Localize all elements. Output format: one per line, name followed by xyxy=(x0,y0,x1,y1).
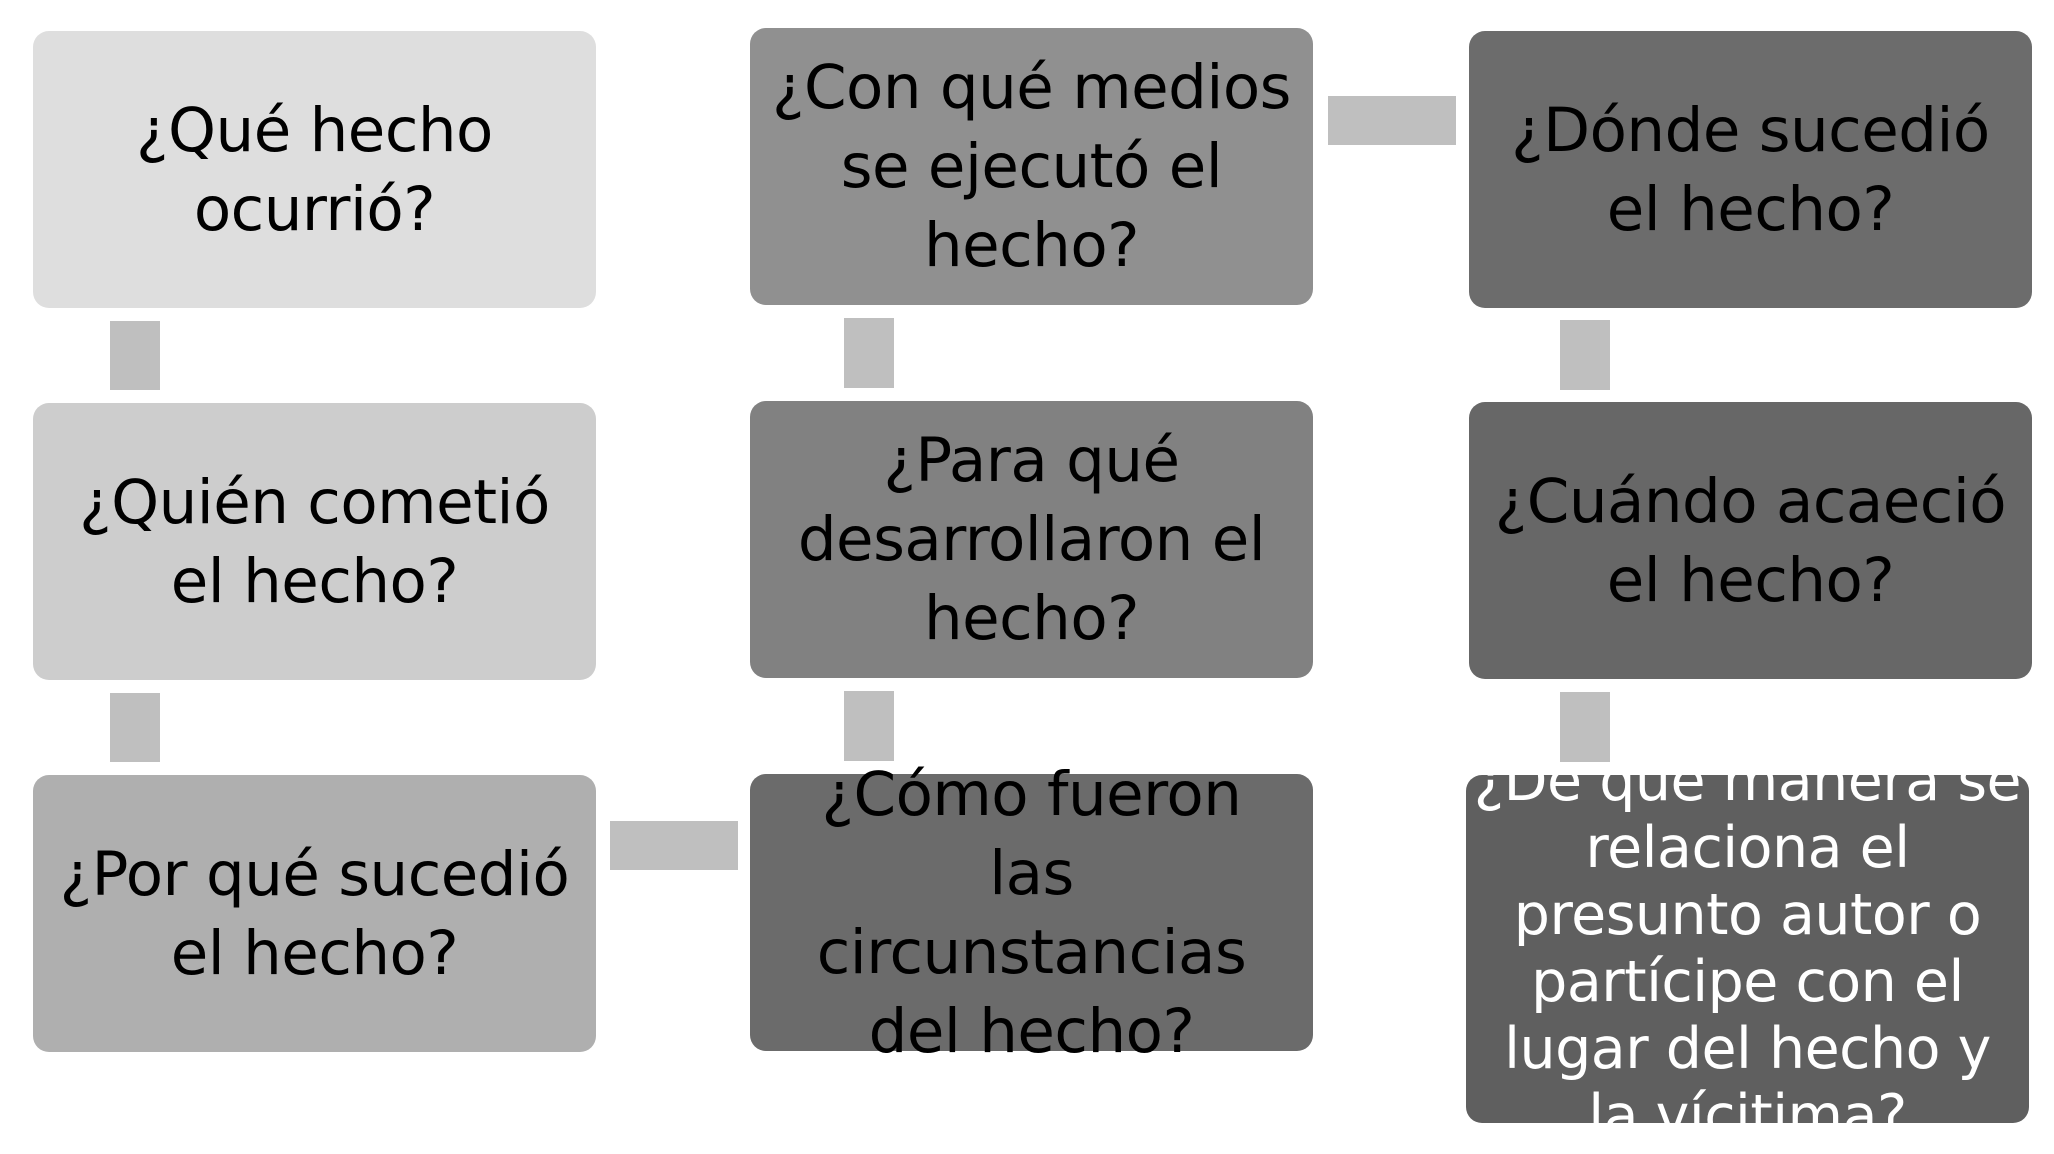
box-que-hecho: ¿Qué hecho ocurrió? xyxy=(33,31,596,308)
box-por-que: ¿Por qué sucedió el hecho? xyxy=(33,775,596,1052)
box-para-que: ¿Para qué desarrollaron el hecho? xyxy=(750,401,1313,678)
box-donde-sucedio-text: ¿Dónde sucedió el hecho? xyxy=(1511,94,1990,245)
box-con-que-medios: ¿Con qué medios se ejecutó el hecho? xyxy=(750,28,1313,305)
box-para-que-text: ¿Para qué desarrollaron el hecho? xyxy=(797,425,1266,654)
connector-2-3 xyxy=(110,693,160,762)
connector-3-4 xyxy=(610,821,738,870)
connector-1-2 xyxy=(110,321,160,390)
box-quien-cometio-text: ¿Quién cometió el hecho? xyxy=(79,466,550,617)
box-con-que-medios-text: ¿Con qué medios se ejecutó el hecho? xyxy=(772,52,1291,281)
connector-8-9 xyxy=(1560,692,1610,762)
box-de-que-manera: ¿De qué manera se relaciona el presunto … xyxy=(1466,748,2029,1149)
box-de-que-manera-text: ¿De qué manera se relaciona el presunto … xyxy=(1473,748,2022,1149)
box-cuando-acaecio-text: ¿Cuándo acaeció el hecho? xyxy=(1494,465,2007,616)
box-cuando-acaecio: ¿Cuándo acaeció el hecho? xyxy=(1469,402,2032,679)
box-donde-sucedio: ¿Dónde sucedió el hecho? xyxy=(1469,31,2032,308)
box-por-que-text: ¿Por qué sucedió el hecho? xyxy=(59,838,570,989)
connector-7-8 xyxy=(1560,320,1610,390)
box-como-fueron-text: ¿Cómo fueron las circunstancias del hech… xyxy=(816,758,1247,1067)
box-quien-cometio: ¿Quién cometió el hecho? xyxy=(33,403,596,680)
connector-5-4 xyxy=(844,318,894,388)
box-como-fueron: ¿Cómo fueron las circunstancias del hech… xyxy=(750,759,1313,1067)
connector-4-7 xyxy=(1328,96,1456,145)
connector-6-5 xyxy=(844,691,894,761)
box-que-hecho-text: ¿Qué hecho ocurrió? xyxy=(136,94,493,245)
